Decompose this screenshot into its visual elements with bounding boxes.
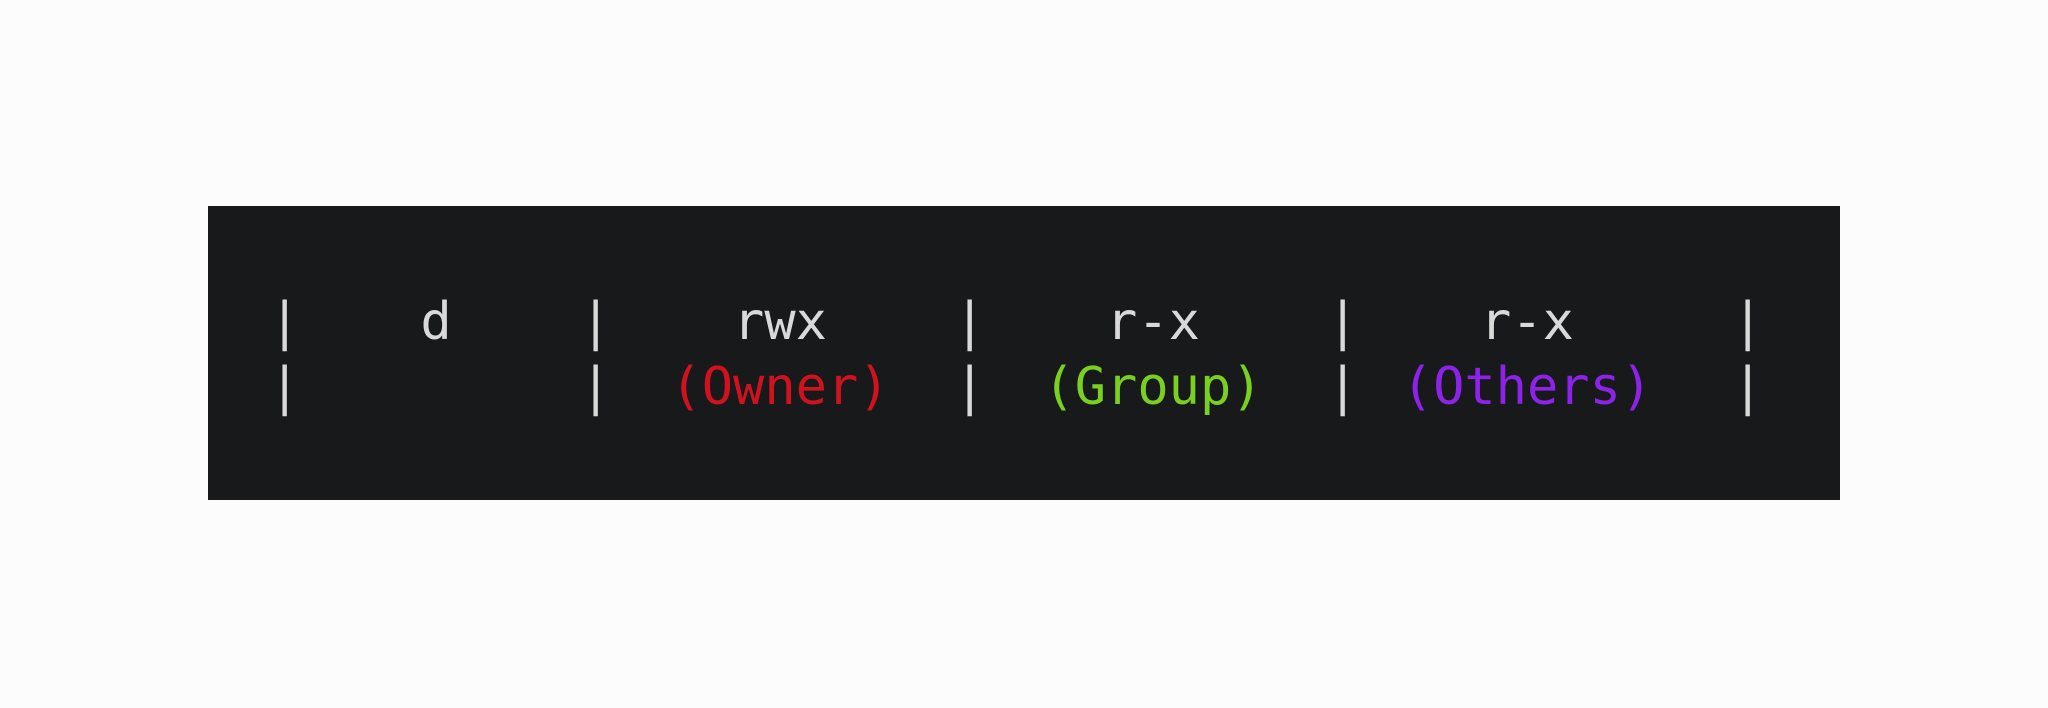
separator: | [580,357,612,417]
file-type-value: d [420,292,452,352]
others-permission-value: r-x [1480,292,1574,352]
separator: | [954,292,986,352]
others-label: (Others) [1401,357,1653,417]
owner-label: (Owner) [670,357,890,417]
owner-permission-value: rwx [733,292,827,352]
separator: | [1327,357,1359,417]
separator: | [1732,357,1764,417]
separator: | [1732,292,1764,352]
permissions-diagram: | d | rwx | r-x | r-x | | | (Owner) | (G… [208,206,1840,500]
group-permission-value: r-x [1106,292,1200,352]
permission-string-row: | d | rwx | r-x | r-x | [208,292,1840,352]
separator: | [580,292,612,352]
group-label: (Group) [1043,357,1263,417]
permission-label-row: | | (Owner) | (Group) | (Others) | [208,357,1840,417]
separator: | [1327,292,1359,352]
file-type-label [276,357,596,417]
separator: | [954,357,986,417]
